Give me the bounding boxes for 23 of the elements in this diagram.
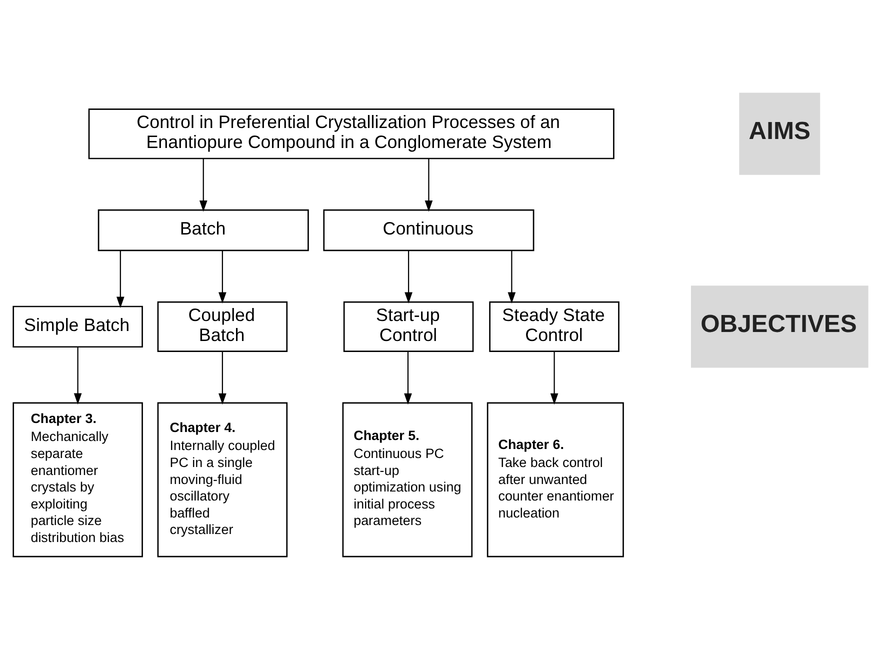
- node-box: AIMS: [739, 92, 820, 175]
- arrow: [218, 352, 226, 405]
- node-box: OBJECTIVES: [690, 286, 868, 368]
- node-box: Chapter 5. Continuous PC start-up optimization using initial process parameters: [342, 402, 473, 558]
- node-box: Chapter 4. Internally coupled PC in a single moving-fluid oscillatory baffled crystallizer: [157, 402, 288, 558]
- arrow: [424, 158, 433, 212]
- arrow: [404, 352, 412, 405]
- arrow: [218, 250, 226, 304]
- node-box: Control in Preferential Crystallization Processes of an Enantiopure Compound in a Conglomerate System: [88, 108, 614, 160]
- arrow: [404, 250, 412, 304]
- arrow: [550, 352, 558, 405]
- arrow: [116, 250, 124, 308]
- node-box: Steady State Control: [489, 301, 620, 352]
- node-box: Start-up Control: [343, 301, 474, 352]
- node-box: Simple Batch: [12, 306, 143, 348]
- node-box: Continuous: [323, 209, 534, 252]
- arrow: [74, 347, 82, 404]
- node-box: Chapter 3. Mechanically separate enantiomer crystals by exploiting particle size distribution bias: [12, 402, 143, 558]
- node-box: Batch: [98, 209, 309, 252]
- arrow: [199, 158, 208, 212]
- node-box: Coupled Batch: [157, 301, 288, 352]
- arrow: [508, 250, 516, 304]
- node-box: Chapter 6. Take back control after unwanted counter enantiomer nucleation: [486, 402, 624, 558]
